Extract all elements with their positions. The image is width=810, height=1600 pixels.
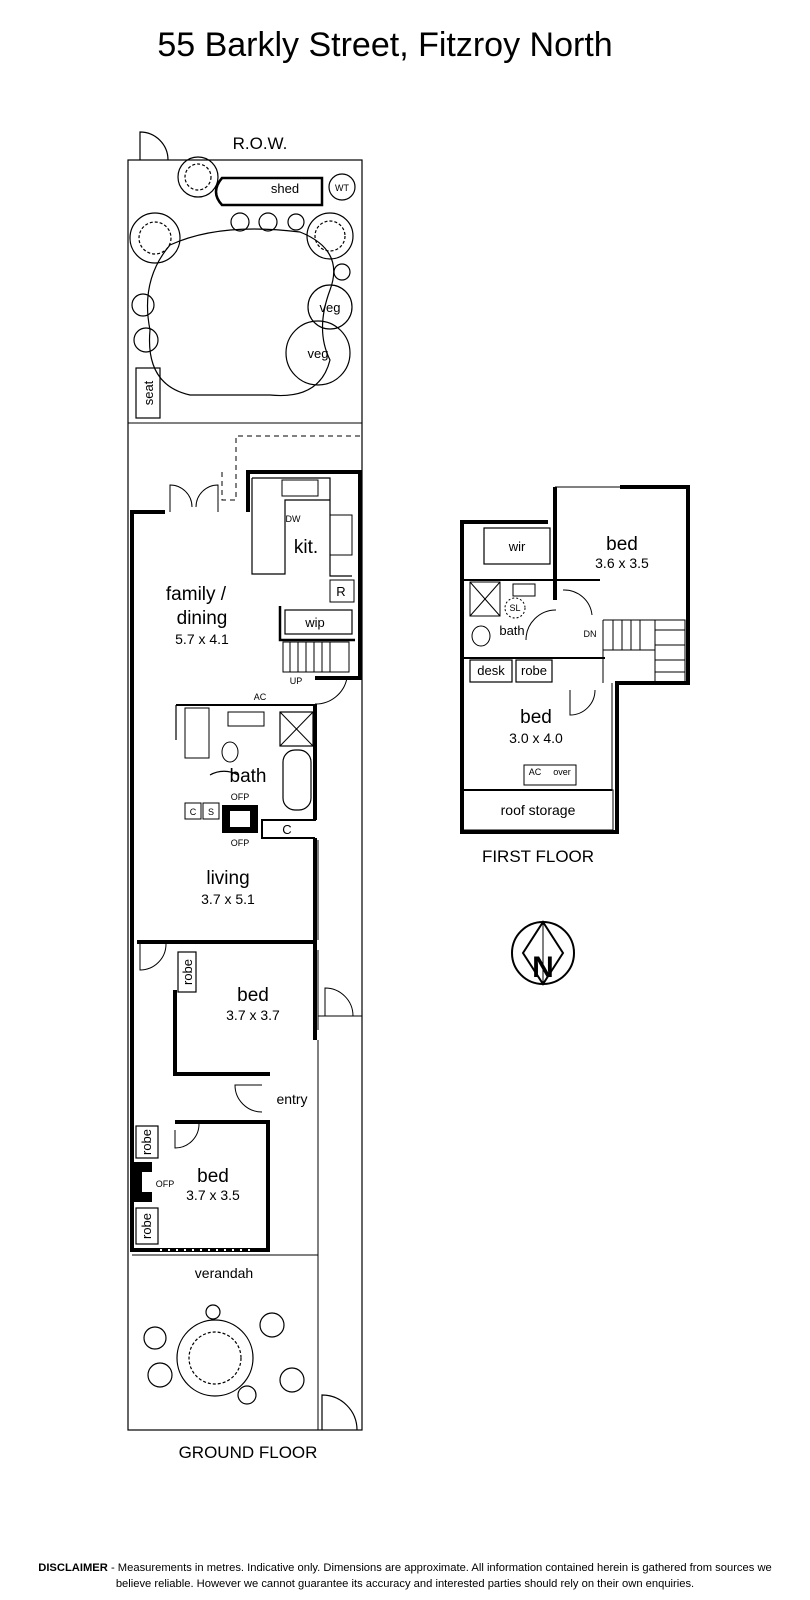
ground-floor-plan [127, 131, 363, 1431]
family-dims: 5.7 x 4.1 [175, 631, 229, 647]
seat-label: seat [141, 380, 156, 405]
bed-label: bed [237, 985, 269, 1006]
wir-label: wir [508, 539, 526, 554]
plan-title: 55 Barkly Street, Fitzroy North [157, 26, 612, 64]
disclaimer-heading: DISCLAIMER [38, 1562, 108, 1574]
stairs-up-label: UP [290, 676, 303, 686]
bed-label: bed [520, 707, 552, 728]
seat [135, 367, 161, 419]
bath-label: bath [499, 623, 524, 638]
water-tank [328, 173, 356, 201]
shelf-label: S [208, 807, 214, 817]
ac-label: AC [254, 692, 267, 702]
skylight-label: SL [509, 603, 520, 613]
ground-floor-heading: GROUND FLOOR [179, 1443, 318, 1462]
bed-dims: 3.0 x 4.0 [509, 730, 563, 746]
entry-label: entry [276, 1091, 307, 1107]
ofp-label: OFP [231, 838, 250, 848]
ofp-label: OFP [231, 792, 250, 802]
fridge-label: R [336, 584, 345, 599]
veg-label: veg [320, 300, 341, 315]
disclaimer: DISCLAIMER - Measurements in metres. Ind… [20, 1560, 790, 1592]
first-floor-plan [460, 485, 690, 834]
verandah-label: verandah [195, 1265, 253, 1281]
roof-storage-label: roof storage [501, 802, 576, 818]
north-label: N [532, 951, 554, 984]
veg-label: veg [308, 346, 329, 361]
wip-label: wip [304, 615, 325, 630]
rear-gate-door [139, 131, 169, 161]
tree-icon [129, 156, 354, 1405]
over-label: over [553, 767, 571, 777]
bath-label: bath [230, 766, 267, 787]
ofp-label: OFP [156, 1179, 175, 1189]
living-dims: 3.7 x 5.1 [201, 891, 255, 907]
living-label: living [206, 868, 249, 889]
kitchen-label: kit. [294, 537, 318, 558]
ac-label: AC [529, 767, 542, 777]
front-gate-door [321, 1394, 358, 1431]
bed-dims: 3.6 x 3.5 [595, 555, 649, 571]
compass-icon [511, 920, 575, 986]
lawn [146, 228, 335, 397]
desk-label: desk [477, 663, 505, 678]
shed [214, 176, 324, 207]
shed-label: shed [271, 181, 299, 196]
robe-label: robe [139, 1129, 154, 1155]
robe-label: robe [521, 663, 547, 678]
veg-bed [285, 320, 351, 386]
robe-label: robe [180, 959, 195, 985]
cupboard-label: C [282, 822, 291, 837]
disclaimer-text: - Measurements in metres. Indicative onl… [107, 1562, 772, 1590]
dishwasher-label: DW [286, 514, 301, 524]
bed-label: bed [197, 1166, 229, 1187]
bed-dims: 3.7 x 3.5 [186, 1187, 240, 1203]
bed-label: bed [606, 534, 638, 555]
room-labels: R.O.W. shed WT veg veg seat kit. DW R wi… [139, 134, 649, 1462]
dining-label: dining [177, 608, 228, 629]
robe-label: robe [139, 1213, 154, 1239]
family-label: family / [166, 584, 227, 605]
site-boundary [127, 159, 363, 1431]
first-floor-heading: FIRST FLOOR [482, 847, 594, 866]
bed-dims: 3.7 x 3.7 [226, 1007, 280, 1023]
water-tank-label: WT [335, 183, 349, 193]
stairs-down-label: DN [584, 629, 597, 639]
row-label: R.O.W. [233, 134, 288, 153]
veg-bed [307, 284, 353, 330]
cupboard-label: C [190, 807, 197, 817]
